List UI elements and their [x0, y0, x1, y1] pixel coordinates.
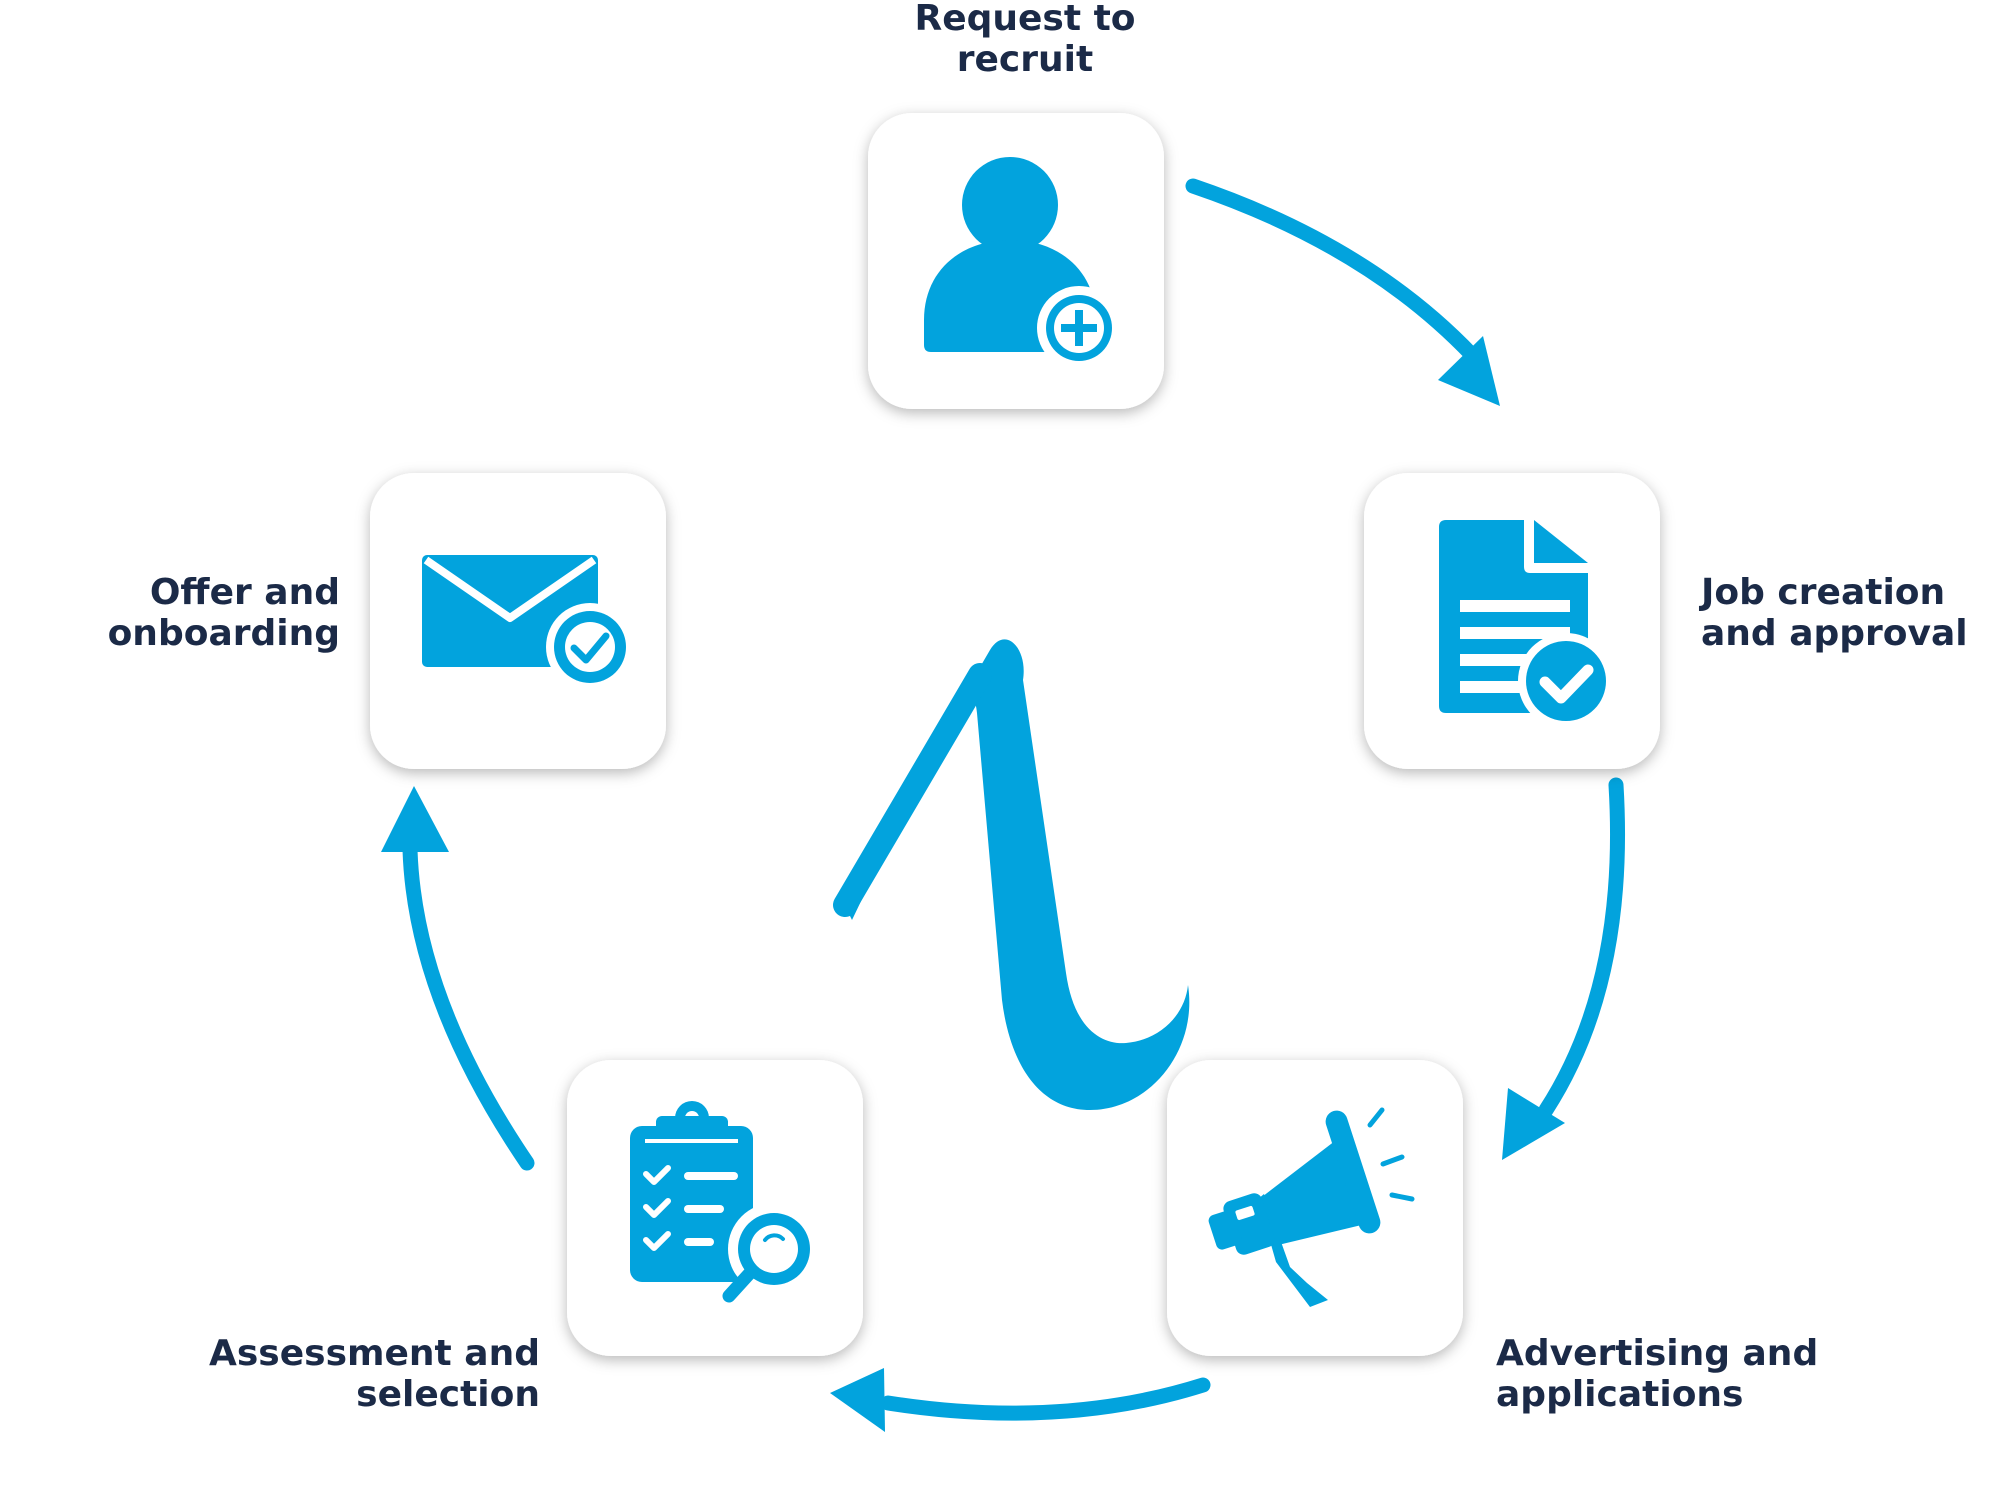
cycle-arrow-advertising-to-assessment	[830, 1368, 1211, 1432]
cycle-arrow-job-to-advertising	[1502, 777, 1625, 1160]
step-label-job-line2: and approval	[1701, 613, 1968, 654]
step-card-request	[868, 113, 1164, 409]
step-label-assessment: Assessment and selection	[140, 1333, 540, 1415]
cycle-arrow-assessment-to-offer	[381, 786, 535, 1171]
step-label-offer: Offer and onboarding	[40, 572, 340, 654]
step-label-job: Job creation and approval	[1701, 572, 1968, 654]
step-card-offer	[370, 473, 666, 769]
step-label-job-line1: Job creation	[1701, 572, 1946, 613]
step-card-assessment	[567, 1060, 863, 1356]
step-label-advertising-line2: applications	[1496, 1374, 1744, 1415]
lambda-logo	[833, 639, 1190, 1110]
step-label-request: Request to recruit	[790, 0, 1260, 80]
step-label-request-line2: recruit	[956, 39, 1094, 80]
step-label-assessment-line1: Assessment and	[209, 1333, 540, 1374]
step-label-offer-line1: Offer and	[149, 572, 340, 613]
step-card-job	[1364, 473, 1660, 769]
document-check-icon	[1439, 520, 1614, 729]
step-label-advertising: Advertising and applications	[1496, 1333, 1818, 1415]
step-label-offer-line2: onboarding	[107, 613, 340, 654]
cycle-arrow-request-to-job	[1185, 178, 1500, 406]
megaphone-icon	[1208, 1107, 1415, 1307]
step-label-request-line1: Request to	[914, 0, 1136, 39]
step-card-advertising	[1167, 1060, 1463, 1356]
envelope-check-icon	[422, 555, 634, 691]
step-label-assessment-line2: selection	[356, 1374, 540, 1415]
clipboard-search-icon	[630, 1101, 820, 1303]
user-add-icon	[924, 157, 1121, 370]
step-label-advertising-line1: Advertising and	[1496, 1333, 1819, 1374]
